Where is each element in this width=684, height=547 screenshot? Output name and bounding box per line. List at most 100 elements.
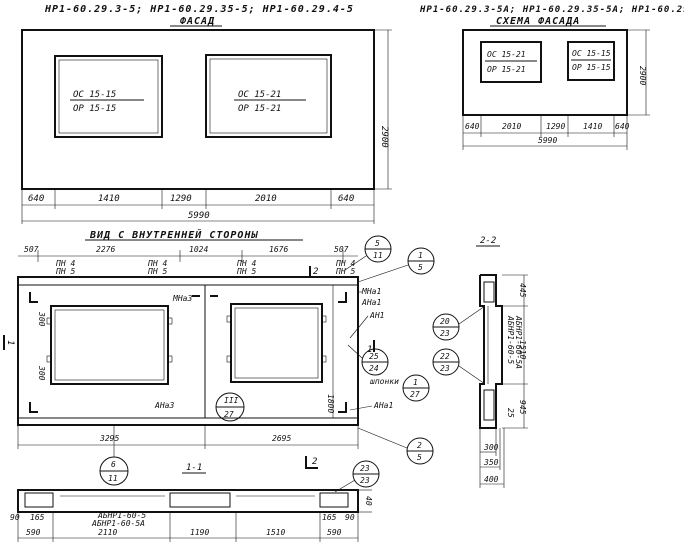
svg-text:5: 5	[418, 263, 423, 272]
inner-top-dim-2: 2276	[96, 245, 115, 254]
section11-dim-40: 40	[364, 496, 373, 506]
scheme-window-left-bottom: ОР 15-21	[487, 65, 526, 74]
section11-label: АБНР1-60-5	[97, 511, 146, 520]
section22-label: АБНР1-60-5	[506, 315, 515, 364]
section22-dim-445: 445	[518, 283, 527, 298]
pn5-label-2: ПН 5	[147, 267, 167, 276]
section11-label2: АБНР1-60-5А	[91, 519, 145, 528]
ana1-label-2: АНа1	[373, 401, 393, 410]
section11-profile	[17, 489, 359, 513]
svg-text:23: 23	[360, 476, 370, 485]
facade-dim-2: 1410	[98, 194, 120, 204]
inner-view: ВИД С ВНУТРЕННЕЙ СТОРОНЫ 507 2276 1024 1…	[3, 228, 399, 449]
scheme-dim-3: 1290	[546, 122, 565, 131]
inner-dim-1800: 1800	[326, 394, 335, 413]
callout-5-11: 5 11	[344, 235, 392, 271]
svg-text:11: 11	[108, 474, 118, 483]
svg-text:III: III	[224, 396, 239, 405]
facade-window-left	[54, 55, 163, 138]
scheme-window-right-top: ОС 15-15	[572, 49, 611, 58]
facade-total: 5990	[188, 211, 210, 221]
facade-dim-3: 1290	[170, 194, 192, 204]
facade-dim-1: 640	[28, 194, 44, 204]
section-2-2: 2-2 АБНР1-60-5 АБНР1-60-5А 445 1510 945 …	[476, 236, 528, 488]
section22-dim-945: 945	[518, 400, 527, 415]
svg-text:22: 22	[440, 352, 450, 361]
svg-text:5: 5	[417, 453, 422, 462]
facade-height: 2900	[379, 126, 389, 148]
scheme-title-marks: НР1-60.29.3-5А; НР1-60.29.35-5А; НР1-60.…	[419, 5, 684, 15]
inner-top-dim-3: 1024	[189, 245, 208, 254]
inner-dim-300b: 300	[37, 365, 46, 381]
svg-text:6: 6	[111, 460, 116, 469]
inner-bottom-dim-1: 3295	[99, 434, 119, 443]
section22-label2: АБНР1-60-5А	[514, 315, 523, 369]
callout-22-23: 22 23	[432, 348, 486, 385]
scheme-dim-1: 640	[465, 122, 480, 131]
facade-panel-outline	[21, 29, 375, 190]
facade-window-right	[205, 54, 332, 138]
inner-panel-outline	[17, 276, 359, 426]
callout-6-11: 6 11	[99, 425, 129, 486]
pn5-label-4: ПН 5	[335, 267, 355, 276]
section11-small-3: 165	[322, 513, 337, 522]
scheme-window-right	[567, 41, 615, 81]
inner-window-left	[50, 305, 169, 385]
svg-text:1: 1	[418, 251, 423, 260]
pn4-label-2: ПН 4	[147, 259, 167, 268]
section22-bottom-350: 350	[483, 458, 499, 467]
scheme-heading: СХЕМА ФАСАДА	[496, 16, 580, 27]
facade-dim-4: 2010	[255, 194, 277, 204]
callout-20-23: 20 23	[432, 305, 486, 341]
svg-text:2: 2	[417, 441, 422, 450]
section22-dim-1510: 1510	[518, 340, 527, 359]
facade-dim-5: 640	[338, 194, 354, 204]
scheme-dim-4: 1410	[583, 122, 602, 131]
scheme-view: НР1-60.29.3-5А; НР1-60.29.35-5А; НР1-60.…	[419, 5, 684, 150]
pn4-label-1: ПН 4	[55, 259, 75, 268]
pn5-label-1: ПН 5	[55, 267, 75, 276]
scheme-height: 2900	[638, 66, 647, 85]
inner-top-dim-4: 1676	[269, 245, 288, 254]
facade-window-right-bottom: ОР 15-21	[238, 104, 281, 114]
section22-dim-25: 25	[506, 408, 515, 418]
svg-text:27: 27	[410, 390, 420, 399]
section11-dim-3: 1190	[190, 528, 209, 537]
svg-text:20: 20	[440, 317, 450, 326]
inner-heading: ВИД С ВНУТРЕННЕЙ СТОРОНЫ	[89, 228, 259, 241]
svg-text:23: 23	[440, 364, 450, 373]
section11-dim-1: 590	[26, 528, 41, 537]
scheme-window-left	[480, 41, 542, 83]
inner-dim-300a: 300	[37, 311, 46, 327]
shponki-label: шпонки	[370, 377, 399, 386]
section22-heading: 2-2	[480, 236, 496, 246]
section-marker-1-left: 1	[5, 340, 15, 345]
an1-label: АН1	[369, 311, 384, 320]
section11-dim-2: 2110	[98, 528, 117, 537]
facade-window-right-top: ОС 15-21	[238, 90, 281, 100]
section11-small-1: 90	[10, 513, 20, 522]
pn5-label-3: ПН 5	[236, 267, 256, 276]
scheme-window-right-bottom: ОР 15-15	[572, 63, 611, 72]
callout-25-24: 25 24	[347, 344, 389, 376]
mna3-label: МНа3	[172, 294, 192, 303]
mna1-label-1: МНа1	[361, 287, 381, 296]
section-1-1: 1-1 2 АБНР1-60-5 АБНР1-60-5А 40 90 165 1…	[10, 456, 373, 542]
section-marker-2-top: 2	[313, 267, 318, 277]
scheme-panel-outline	[462, 29, 628, 116]
svg-text:5: 5	[375, 239, 380, 248]
facade-window-left-top: ОС 15-15	[73, 90, 116, 100]
svg-text:23: 23	[360, 464, 370, 473]
callout-3-27: III 27	[215, 392, 245, 422]
svg-text:1: 1	[413, 378, 418, 387]
inner-bottom-dim-2: 2695	[272, 434, 291, 443]
inner-top-dim-5: 507	[334, 245, 349, 254]
section22-bottom-400: 400	[484, 475, 499, 484]
callout-1-5: 1 5	[357, 247, 435, 283]
scheme-total: 5990	[538, 136, 557, 145]
facade-heading: ФАСАД	[180, 16, 215, 27]
scheme-dim-5: 640	[615, 122, 630, 131]
section11-heading: 1-1	[186, 463, 202, 473]
svg-text:23: 23	[440, 329, 450, 338]
